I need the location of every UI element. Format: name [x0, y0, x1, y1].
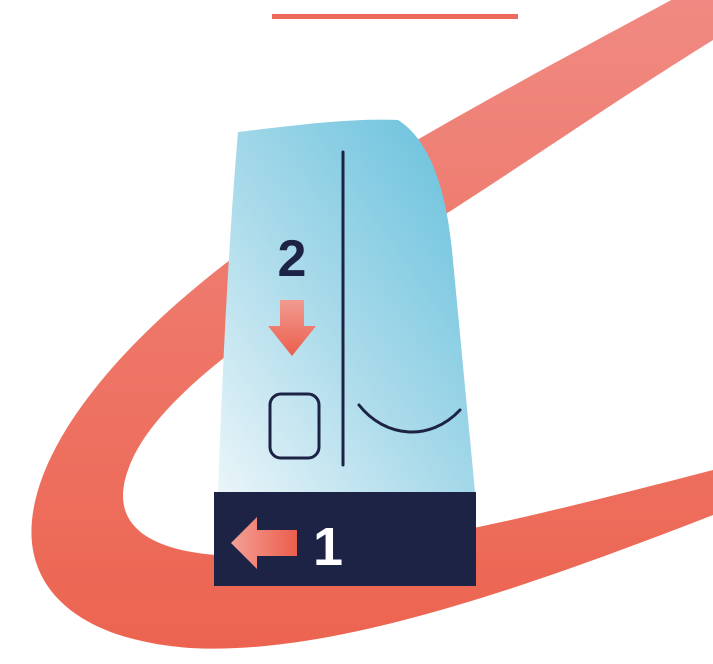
step-two-label: 2: [278, 230, 307, 288]
step-one-label: 1: [313, 517, 343, 577]
top-accent-line: [272, 14, 518, 19]
device-screen: [218, 120, 475, 492]
